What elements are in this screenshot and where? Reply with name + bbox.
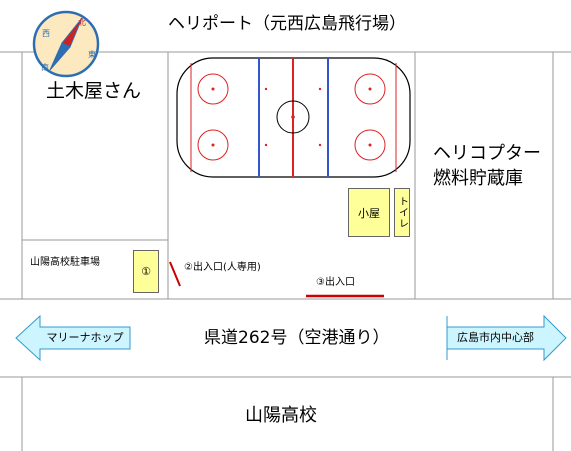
road-label: 県道262号（空港通り） [204, 328, 390, 348]
fuel-depot-label-line2: 燃料貯蔵庫 [433, 168, 523, 189]
marker-one-box: ① [133, 250, 159, 293]
right-sign-label: 広島市内中心部 [457, 331, 534, 344]
contractor-label: 土木屋さん [46, 80, 142, 102]
entrance-2-marker [169, 261, 181, 287]
ice-rink [176, 57, 411, 178]
right-direction-sign [446, 314, 567, 362]
entrance-3-label: ③出入口 [316, 277, 355, 288]
hut-building: 小屋 [348, 188, 390, 237]
fuel-depot-label-line1: ヘリコプター [433, 143, 541, 164]
parking-label: 山陽高校駐車場 [30, 257, 100, 268]
heliport-label: ヘリポート（元西広島飛行場） [168, 14, 406, 34]
compass-icon: 北 東 南 西 [32, 10, 100, 78]
toilet-building: トイレ [394, 188, 410, 237]
compass-east: 東 [88, 49, 96, 59]
compass-north: 北 [78, 18, 86, 27]
compass-west: 西 [42, 29, 50, 38]
left-sign-label: マリーナホップ [46, 331, 124, 344]
entrance-2-label: ②出入口(人専用) [184, 262, 261, 273]
school-label: 山陽高校 [245, 405, 317, 426]
left-direction-sign [15, 314, 131, 362]
compass-south: 南 [41, 62, 49, 72]
